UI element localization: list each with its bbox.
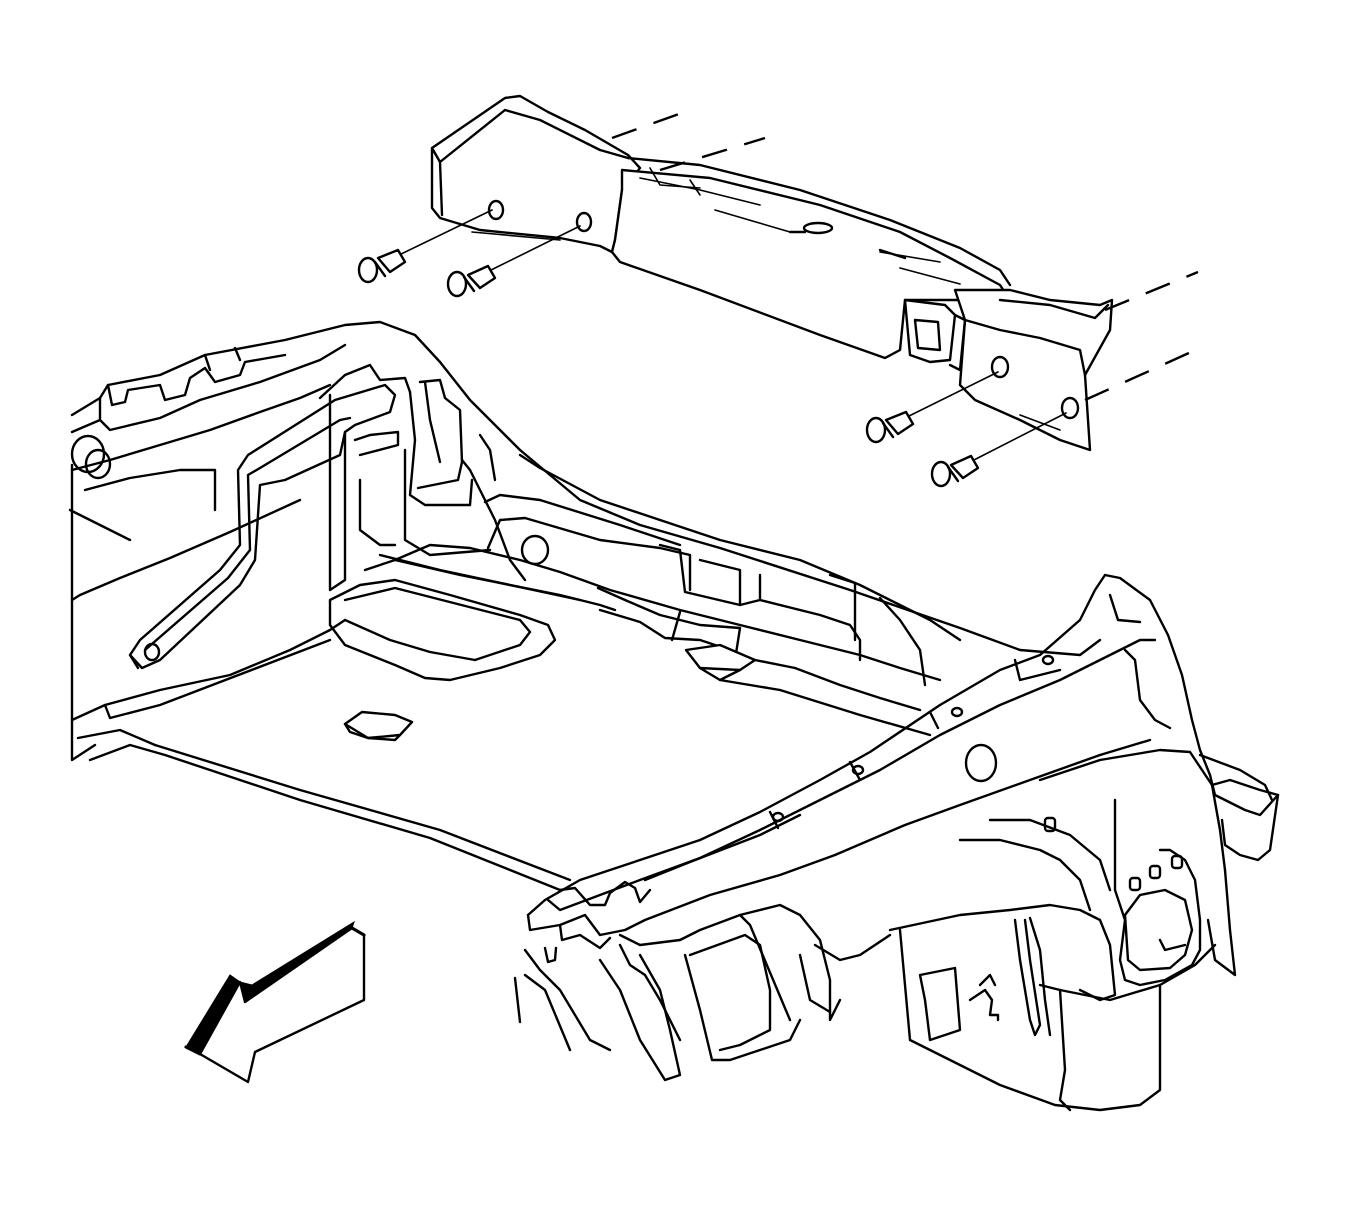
rear-floor-pan-icon bbox=[70, 453, 962, 892]
right-rear-frame-rail-icon bbox=[513, 573, 1217, 1082]
rear-crossmember-panel-icon bbox=[430, 94, 1114, 452]
left-rear-frame-rail-icon bbox=[68, 320, 1102, 762]
push-pin-retainer-icon bbox=[357, 209, 1067, 488]
right-wheelhouse-icon bbox=[888, 748, 1280, 1112]
extension-lines bbox=[471, 108, 1201, 431]
forward-direction-arrow-icon bbox=[184, 920, 366, 1084]
